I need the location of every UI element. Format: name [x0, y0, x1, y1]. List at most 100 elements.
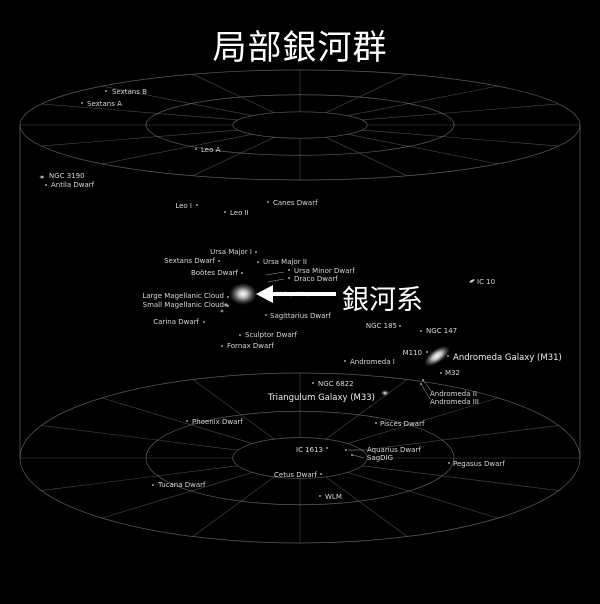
- galaxy-marker: [448, 462, 450, 464]
- galaxy-label: Sextans A: [87, 100, 122, 108]
- galaxy-marker: [221, 345, 223, 347]
- top-disk-spoke: [347, 85, 499, 116]
- top-disk-spoke: [101, 134, 253, 165]
- top-disk-ring: [232, 111, 368, 139]
- galaxy-marker: [345, 449, 347, 451]
- galaxy-canes-dwarf: Canes Dwarf: [267, 199, 318, 207]
- galaxy-marker: [326, 447, 328, 449]
- milky-way-arrow: [256, 285, 336, 303]
- galaxy-ngc-147: NGC 147: [420, 327, 457, 335]
- galaxy-label: Pisces Dwarf: [380, 420, 425, 428]
- galaxy-marker: [218, 260, 220, 262]
- galaxy-label: Leo II: [230, 209, 249, 217]
- galaxy-label: M110: [403, 349, 422, 357]
- galaxy-label: Aquarius Dwarf: [367, 446, 421, 454]
- galaxy-tucana-dwarf: Tucana Dwarf: [152, 481, 206, 489]
- ursa-minor-leader: [265, 271, 285, 276]
- galaxy-leo-i: Leo I: [175, 202, 198, 210]
- bottom-disk-grid: [19, 372, 581, 544]
- galaxy-carina-dwarf: Carina Dwarf: [153, 318, 205, 326]
- bottom-disk-spoke: [325, 476, 408, 537]
- galaxy-label: Large Magellanic Cloud: [142, 292, 224, 300]
- galaxy-sextans-b: Sextans B: [105, 88, 147, 96]
- bottom-disk-spoke: [41, 465, 238, 491]
- sagdig-leader: [352, 454, 365, 459]
- galaxy-marker: [320, 473, 322, 475]
- galaxy-label: NGC 6822: [318, 380, 354, 388]
- galaxy-marker: [420, 330, 422, 332]
- galaxy-ursa-minor-dwarf: Ursa Minor Dwarf: [288, 267, 355, 275]
- galaxy-label: Tucana Dwarf: [157, 481, 206, 489]
- page-title: 局部銀河群: [212, 28, 388, 68]
- galaxy-label: NGC 185: [366, 322, 397, 330]
- galaxy-marker: [375, 422, 377, 424]
- galaxy-label: Small Magellanic Cloud: [143, 301, 224, 309]
- galaxy-label: M32: [445, 369, 460, 377]
- draco-leader: [267, 278, 285, 283]
- galaxy-cetus-dwarf: Cetus Dwarf: [274, 471, 322, 479]
- galaxy-sagittarius-dwarf: Sagittarius Dwarf: [265, 312, 331, 320]
- galaxy-marker: [265, 314, 267, 316]
- galaxy-label: Draco Dwarf: [294, 275, 338, 283]
- galaxy-label: IC 1613: [296, 446, 323, 454]
- magellanic-cloud-glow-small: [220, 309, 224, 313]
- galaxy-marker: [440, 372, 442, 374]
- galaxy-small-magellanic-cloud: Small Magellanic Cloud: [143, 301, 229, 309]
- galaxy-marker: [41, 176, 43, 178]
- galaxy-marker: [447, 355, 449, 357]
- galaxy-aquarius-dwarf: Aquarius Dwarf: [345, 446, 421, 454]
- galaxy-label: Sagittarius Dwarf: [270, 312, 331, 320]
- galaxy-label: Triangulum Galaxy (M33): [267, 393, 375, 403]
- galaxy-marker: [399, 325, 401, 327]
- galaxy-label: Sextans Dwarf: [164, 257, 215, 265]
- galaxy-ursa-major-i: Ursa Major I: [210, 248, 257, 256]
- galaxy-marker: [196, 204, 198, 206]
- galaxy-triangulum-galaxy: Triangulum Galaxy (M33): [267, 392, 386, 403]
- galaxy-pegasus-dwarf: Pegasus Dwarf: [448, 460, 505, 468]
- bottom-disk-spoke: [41, 425, 238, 451]
- galaxy-marker: [267, 201, 269, 203]
- galaxy-pisces-dwarf: Pisces Dwarf: [375, 420, 425, 428]
- galaxy-label: Andromeda III: [430, 398, 479, 406]
- galaxy-bootes-dwarf: Boötes Dwarf: [191, 269, 243, 277]
- galaxy-fornax-dwarf: Fornax Dwarf: [221, 342, 274, 350]
- galaxy-marker: [288, 269, 290, 271]
- galaxy-label: NGC 147: [426, 327, 457, 335]
- galaxy-marker: [471, 280, 473, 282]
- galaxy-ngc-185: NGC 185: [366, 322, 401, 330]
- galaxy-marker: [81, 102, 83, 104]
- galaxy-m110: M110: [403, 349, 428, 357]
- galaxy-marker: [288, 277, 290, 279]
- galaxy-label: Antila Dwarf: [51, 181, 95, 189]
- galaxy-m32: M32: [440, 369, 460, 377]
- galaxy-label: SagDIG: [367, 454, 393, 462]
- galaxy-label: Ursa Major I: [210, 248, 252, 256]
- galaxy-label: NGC 3190: [49, 172, 85, 180]
- galaxy-label: Sextans B: [112, 88, 147, 96]
- galaxy-label: Cetus Dwarf: [274, 471, 318, 479]
- top-disk-spoke: [192, 136, 275, 177]
- galaxy-marker: [351, 454, 353, 456]
- andromeda-ii-leader: [422, 379, 433, 393]
- galaxy-marker: [105, 90, 107, 92]
- galaxy-sextans-a: Sextans A: [81, 100, 122, 108]
- galaxy-ursa-major-ii: Ursa Major II: [257, 258, 307, 266]
- galaxy-label: Boötes Dwarf: [191, 269, 239, 277]
- galaxy-marker: [195, 148, 197, 150]
- galaxy-label: WLM: [325, 493, 342, 501]
- galaxy-ngc-6822: NGC 6822: [312, 380, 354, 388]
- galaxy-marker: [227, 296, 229, 298]
- galaxy-label: Carina Dwarf: [153, 318, 199, 326]
- galaxy-draco-dwarf: Draco Dwarf: [288, 275, 338, 283]
- bottom-disk-spoke: [101, 472, 253, 519]
- galaxy-phoenix-dwarf: Phoenix Dwarf: [186, 418, 243, 426]
- galaxy-marker: [255, 251, 257, 253]
- galaxy-label: Andromeda Galaxy (M31): [453, 353, 562, 363]
- galaxy-andromeda-i: Andromeda I: [344, 358, 395, 366]
- galaxy-antlia-dwarf: Antila Dwarf: [45, 181, 95, 189]
- andromeda-glow: [424, 345, 450, 367]
- galaxy-label: Fornax Dwarf: [227, 342, 274, 350]
- galaxy-label: Andromeda I: [350, 358, 395, 366]
- galaxy-sculptor-dwarf: Sculptor Dwarf: [239, 331, 298, 339]
- galaxy-sagdig: SagDIG: [351, 454, 393, 462]
